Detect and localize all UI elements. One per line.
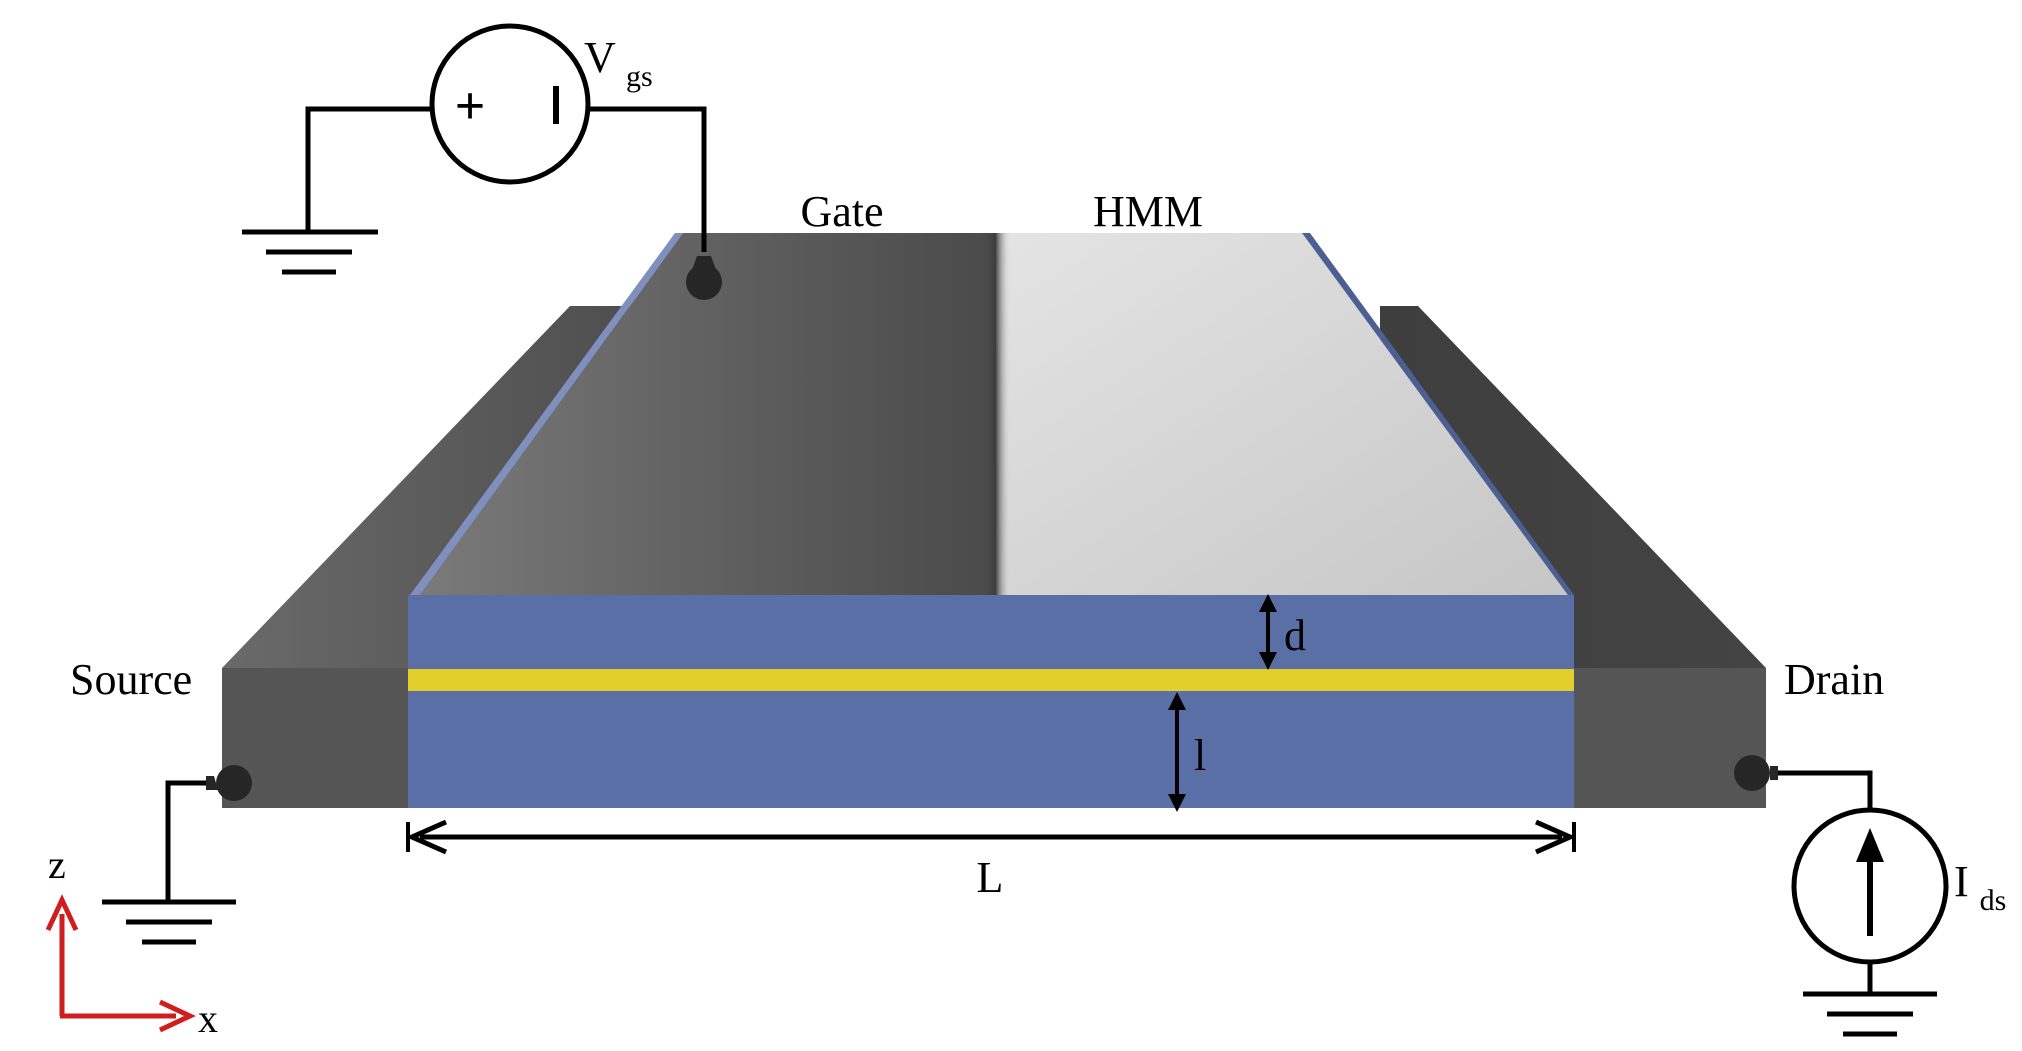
dimension-d-arrow [1259, 594, 1277, 670]
contact-probe-icon [206, 765, 252, 801]
ids-label-sub: ds [1980, 884, 2007, 917]
ids-label: I ds [1954, 857, 2006, 917]
plus-sign: + [455, 76, 486, 136]
left-slope-edge [410, 233, 683, 595]
axis-z-label: z [48, 842, 66, 887]
dc-current-source-icon [1791, 807, 1949, 965]
lower-dielectric-layer [408, 691, 1574, 808]
channel-layer [408, 669, 1574, 691]
hmm-region [996, 233, 1568, 595]
coordinate-axes [45, 894, 196, 1033]
gate-region [420, 233, 996, 595]
ground-icon [242, 229, 378, 275]
vgs-label-main: V [584, 33, 616, 82]
device-top-surface [410, 233, 1574, 595]
dimension-l-arrow [1168, 692, 1186, 812]
drain-label: Drain [1784, 655, 1884, 704]
device-front-face [408, 595, 1574, 808]
L-label: L [977, 853, 1004, 902]
gate-circuit: + [242, 23, 722, 300]
ground-icon [102, 899, 236, 945]
dc-voltage-source-icon: + [429, 23, 591, 185]
drain-circuit [1734, 755, 1949, 1037]
hmm-label: HMM [1093, 187, 1203, 236]
right-slope-edge [1302, 233, 1574, 595]
ids-label-main: I [1954, 857, 1969, 906]
vgs-label-sub: gs [626, 60, 653, 93]
contact-probe-icon [686, 256, 722, 300]
gate-label: Gate [800, 187, 883, 236]
source-circuit [102, 765, 252, 945]
source-label: Source [70, 655, 192, 704]
gate-hmm-seam [982, 233, 1010, 595]
ground-icon [1803, 991, 1937, 1037]
vgs-label: V gs [584, 33, 653, 93]
d-label: d [1284, 611, 1306, 660]
dimension-L-arrow [405, 819, 1577, 855]
upper-dielectric-layer [408, 595, 1574, 669]
contact-probe-icon [1734, 755, 1778, 791]
l-label: l [1194, 731, 1206, 780]
drain-front-face [1574, 668, 1766, 808]
axis-x-label: x [198, 996, 218, 1041]
source-front-face [222, 668, 412, 808]
